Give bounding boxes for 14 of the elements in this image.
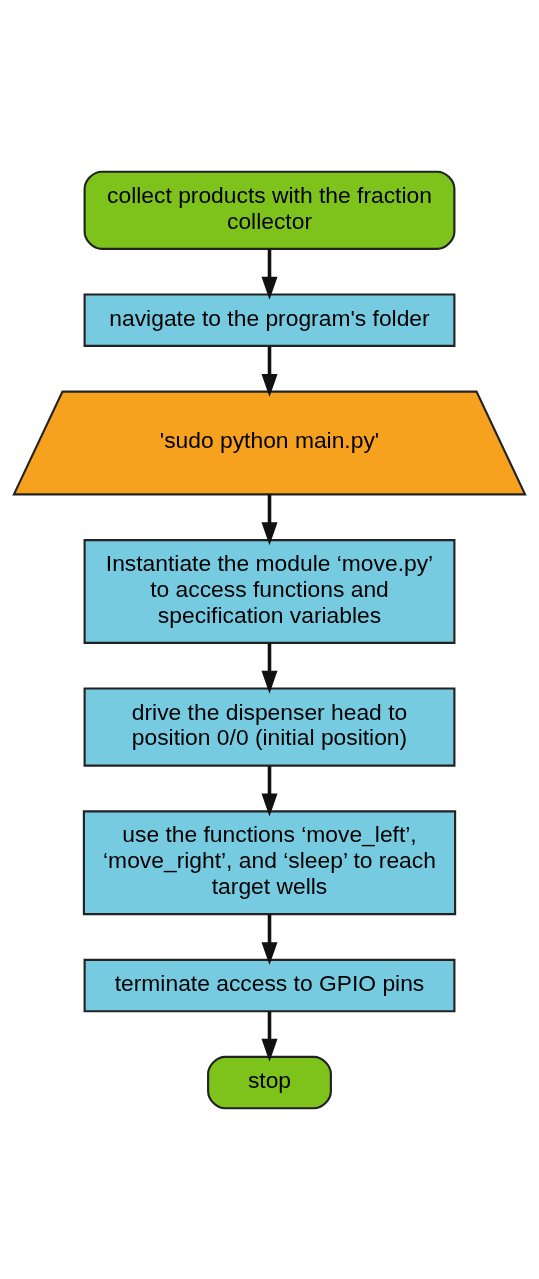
arrow (261, 248, 278, 300)
node-box: stop (207, 1055, 332, 1109)
arrow (261, 1011, 278, 1062)
node-box: collect products with the fraction collector (83, 170, 456, 250)
node-box: navigate to the program's folder (83, 292, 456, 347)
arrow (261, 345, 278, 397)
arrow (261, 642, 278, 694)
node-box: terminate access to GPIO pins (83, 958, 456, 1012)
arrow (261, 913, 278, 965)
arrow (261, 494, 278, 545)
node-box: use the functions ‘move_left’, ‘move_right’, and ‘sleep’ to reach target wells (82, 809, 457, 915)
arrow (261, 765, 278, 816)
node-box: drive the dispenser head to position 0/0 (initial position) (83, 686, 456, 767)
node-box: Instantiate the module ‘move.py’ to access functions and specification variables (83, 538, 456, 644)
